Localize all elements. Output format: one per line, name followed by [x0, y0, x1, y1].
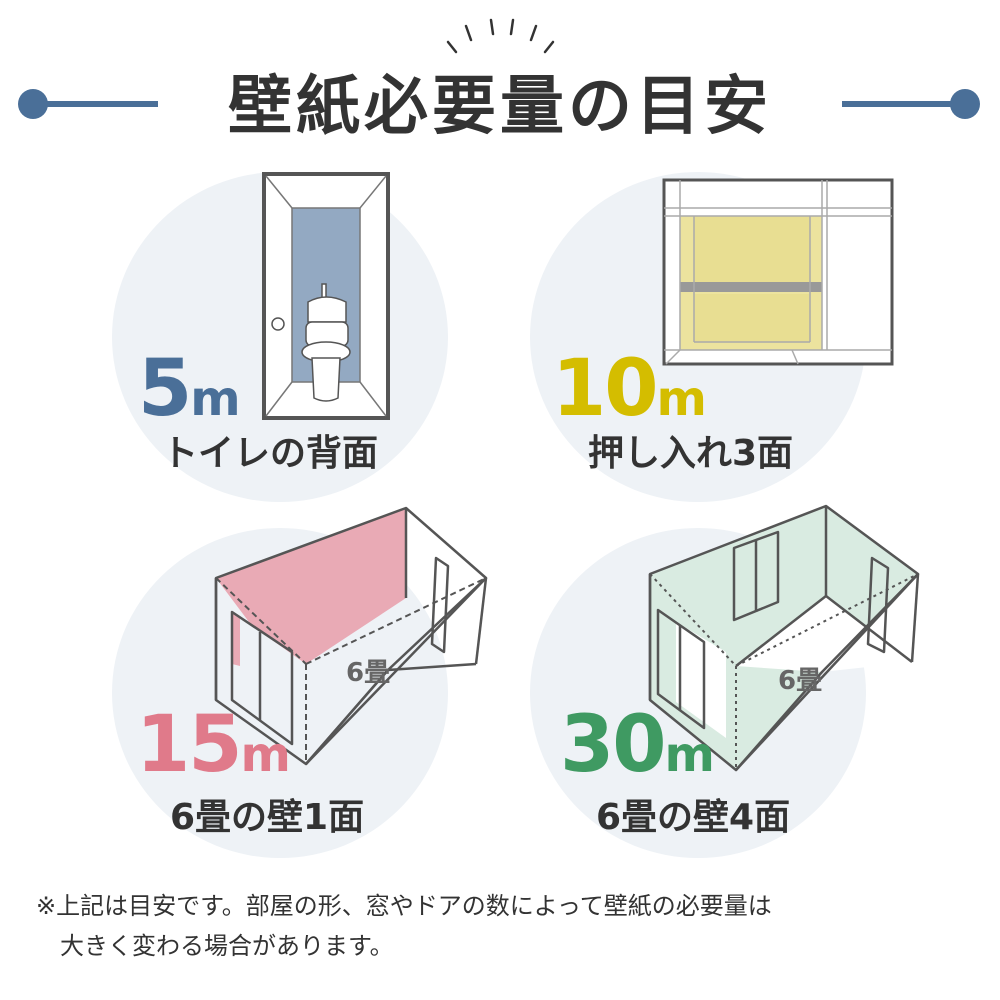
left-ornament-line — [30, 101, 158, 107]
label-closet: 押し入れ3面 — [588, 433, 794, 474]
label-one-wall: 6畳の壁1面 — [170, 797, 365, 838]
amount-unit: m — [664, 727, 715, 783]
sparkle-icon — [446, 18, 555, 54]
right-ornament-dot — [950, 89, 980, 119]
toilet-room-icon — [262, 172, 390, 420]
amount-value: 15 — [136, 700, 243, 790]
footnote-line-2: 大きく変わる場合があります。 — [60, 932, 394, 960]
amount-one-wall: 15m — [136, 706, 291, 784]
label-toilet: トイレの背面 — [162, 433, 379, 474]
amount-closet: 10m — [552, 350, 707, 428]
amount-value: 10 — [552, 344, 659, 434]
amount-unit: m — [240, 727, 291, 783]
right-ornament-line — [842, 101, 970, 107]
room-one-wall-icon — [214, 506, 488, 766]
room-four-walls-icon — [648, 504, 920, 772]
amount-value: 30 — [560, 700, 667, 790]
amount-four-walls: 30m — [560, 706, 715, 784]
page-title: 壁紙必要量の目安 — [228, 70, 772, 144]
footnote-line-1: ※上記は目安です。部屋の形、窓やドアの数によって壁紙の必要量は — [36, 892, 772, 920]
label-four-walls: 6畳の壁4面 — [596, 797, 791, 838]
amount-unit: m — [656, 371, 707, 427]
closet-icon — [662, 178, 894, 366]
footnote: ※上記は目安です。部屋の形、窓やドアの数によって壁紙の必要量は 大きく変わる場合… — [36, 886, 772, 966]
amount-unit: m — [190, 371, 241, 427]
room-size-label: 6畳 — [778, 666, 823, 696]
amount-toilet: 5m — [138, 350, 241, 428]
amount-value: 5 — [138, 344, 192, 434]
room-size-label: 6畳 — [346, 658, 391, 688]
